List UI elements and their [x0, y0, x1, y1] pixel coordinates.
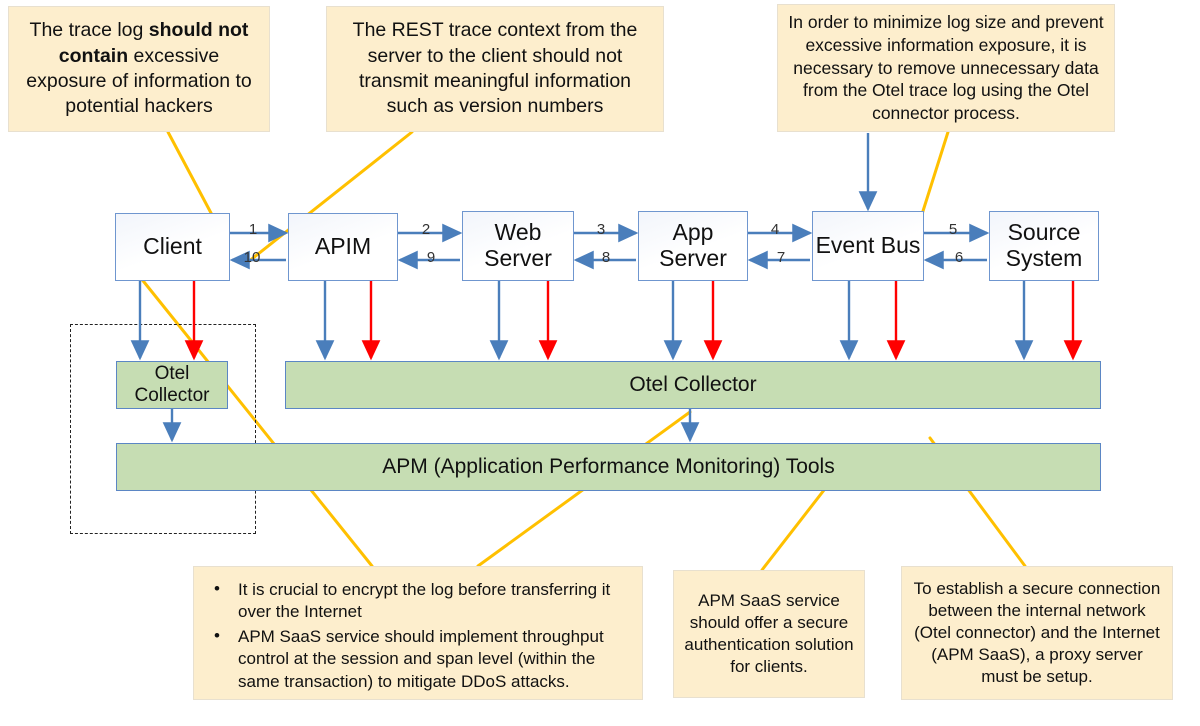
- callout-rest-trace-context-text: The REST trace context from the server t…: [352, 19, 638, 118]
- node-client-label: Client: [143, 233, 202, 260]
- node-source-system[interactable]: Source System: [989, 211, 1099, 281]
- local-otel-collector-line2: Collector: [134, 385, 210, 406]
- callout-apm-authentication: APM SaaS service should offer a secure a…: [673, 570, 865, 698]
- node-event-bus-label: Event Bus: [815, 232, 921, 259]
- local-otel-collector[interactable]: Otel Collector: [116, 361, 228, 409]
- flow-label-5: 5: [948, 221, 958, 238]
- callout-proxy-server-text: To establish a secure connection between…: [913, 578, 1161, 687]
- flow-label-10: 10: [243, 249, 261, 266]
- flow-label-4: 4: [770, 221, 780, 238]
- apm-tools-bar[interactable]: APM (Application Performance Monitoring)…: [116, 443, 1101, 491]
- callout-encryption-list: It is crucial to encrypt the log before …: [204, 578, 632, 693]
- node-apim-label: APIM: [314, 233, 372, 260]
- callout-rest-trace-context: The REST trace context from the server t…: [326, 6, 664, 132]
- node-web-server-label-line1: Web: [494, 219, 542, 246]
- flow-label-7: 7: [776, 249, 786, 266]
- leader-line-encryption-a: [138, 275, 374, 568]
- callout-encryption-bullet-2: APM SaaS service should implement throug…: [204, 625, 632, 693]
- node-source-system-label-line1: Source: [1007, 219, 1081, 246]
- callout-encryption-bullet-1: It is crucial to encrypt the log before …: [204, 578, 632, 624]
- flow-label-9: 9: [426, 249, 436, 266]
- node-source-system-label-line2: System: [1005, 245, 1083, 271]
- callout-trace-log-pre: The trace log: [29, 19, 149, 42]
- callout-minimize-log-size: In order to minimize log size and preven…: [777, 4, 1115, 132]
- otel-collector-bar[interactable]: Otel Collector: [285, 361, 1101, 409]
- local-otel-collector-line1: Otel: [154, 363, 190, 385]
- apm-tools-bar-label: APM (Application Performance Monitoring)…: [382, 455, 835, 479]
- node-app-server-label-line2: Server: [659, 245, 727, 271]
- callout-apm-authentication-text: APM SaaS service should offer a secure a…: [684, 590, 854, 677]
- callout-trace-log-bold: should not contain: [58, 19, 249, 67]
- callout-minimize-log-size-text: In order to minimize log size and preven…: [788, 12, 1104, 124]
- node-app-server[interactable]: App Server: [638, 211, 748, 281]
- flow-label-1: 1: [248, 221, 258, 238]
- callout-encryption-throughput: It is crucial to encrypt the log before …: [193, 566, 643, 700]
- node-app-server-label-line1: App: [672, 219, 714, 246]
- node-client[interactable]: Client: [115, 213, 230, 281]
- flow-label-8: 8: [601, 249, 611, 266]
- callout-proxy-server: To establish a secure connection between…: [901, 566, 1173, 700]
- node-event-bus[interactable]: Event Bus: [812, 211, 924, 281]
- callout-trace-log-exposure: The trace log should not contain excessi…: [8, 6, 270, 132]
- node-apim[interactable]: APIM: [288, 213, 398, 281]
- node-web-server[interactable]: Web Server: [462, 211, 574, 281]
- callout-trace-log-post: excessive exposure of information to pot…: [26, 44, 252, 118]
- flow-label-6: 6: [954, 249, 964, 266]
- node-web-server-label-line2: Server: [484, 245, 552, 271]
- flow-label-2: 2: [421, 221, 431, 238]
- flow-label-3: 3: [596, 221, 606, 238]
- otel-collector-bar-label: Otel Collector: [629, 373, 757, 397]
- internal-network-boundary: [70, 324, 256, 534]
